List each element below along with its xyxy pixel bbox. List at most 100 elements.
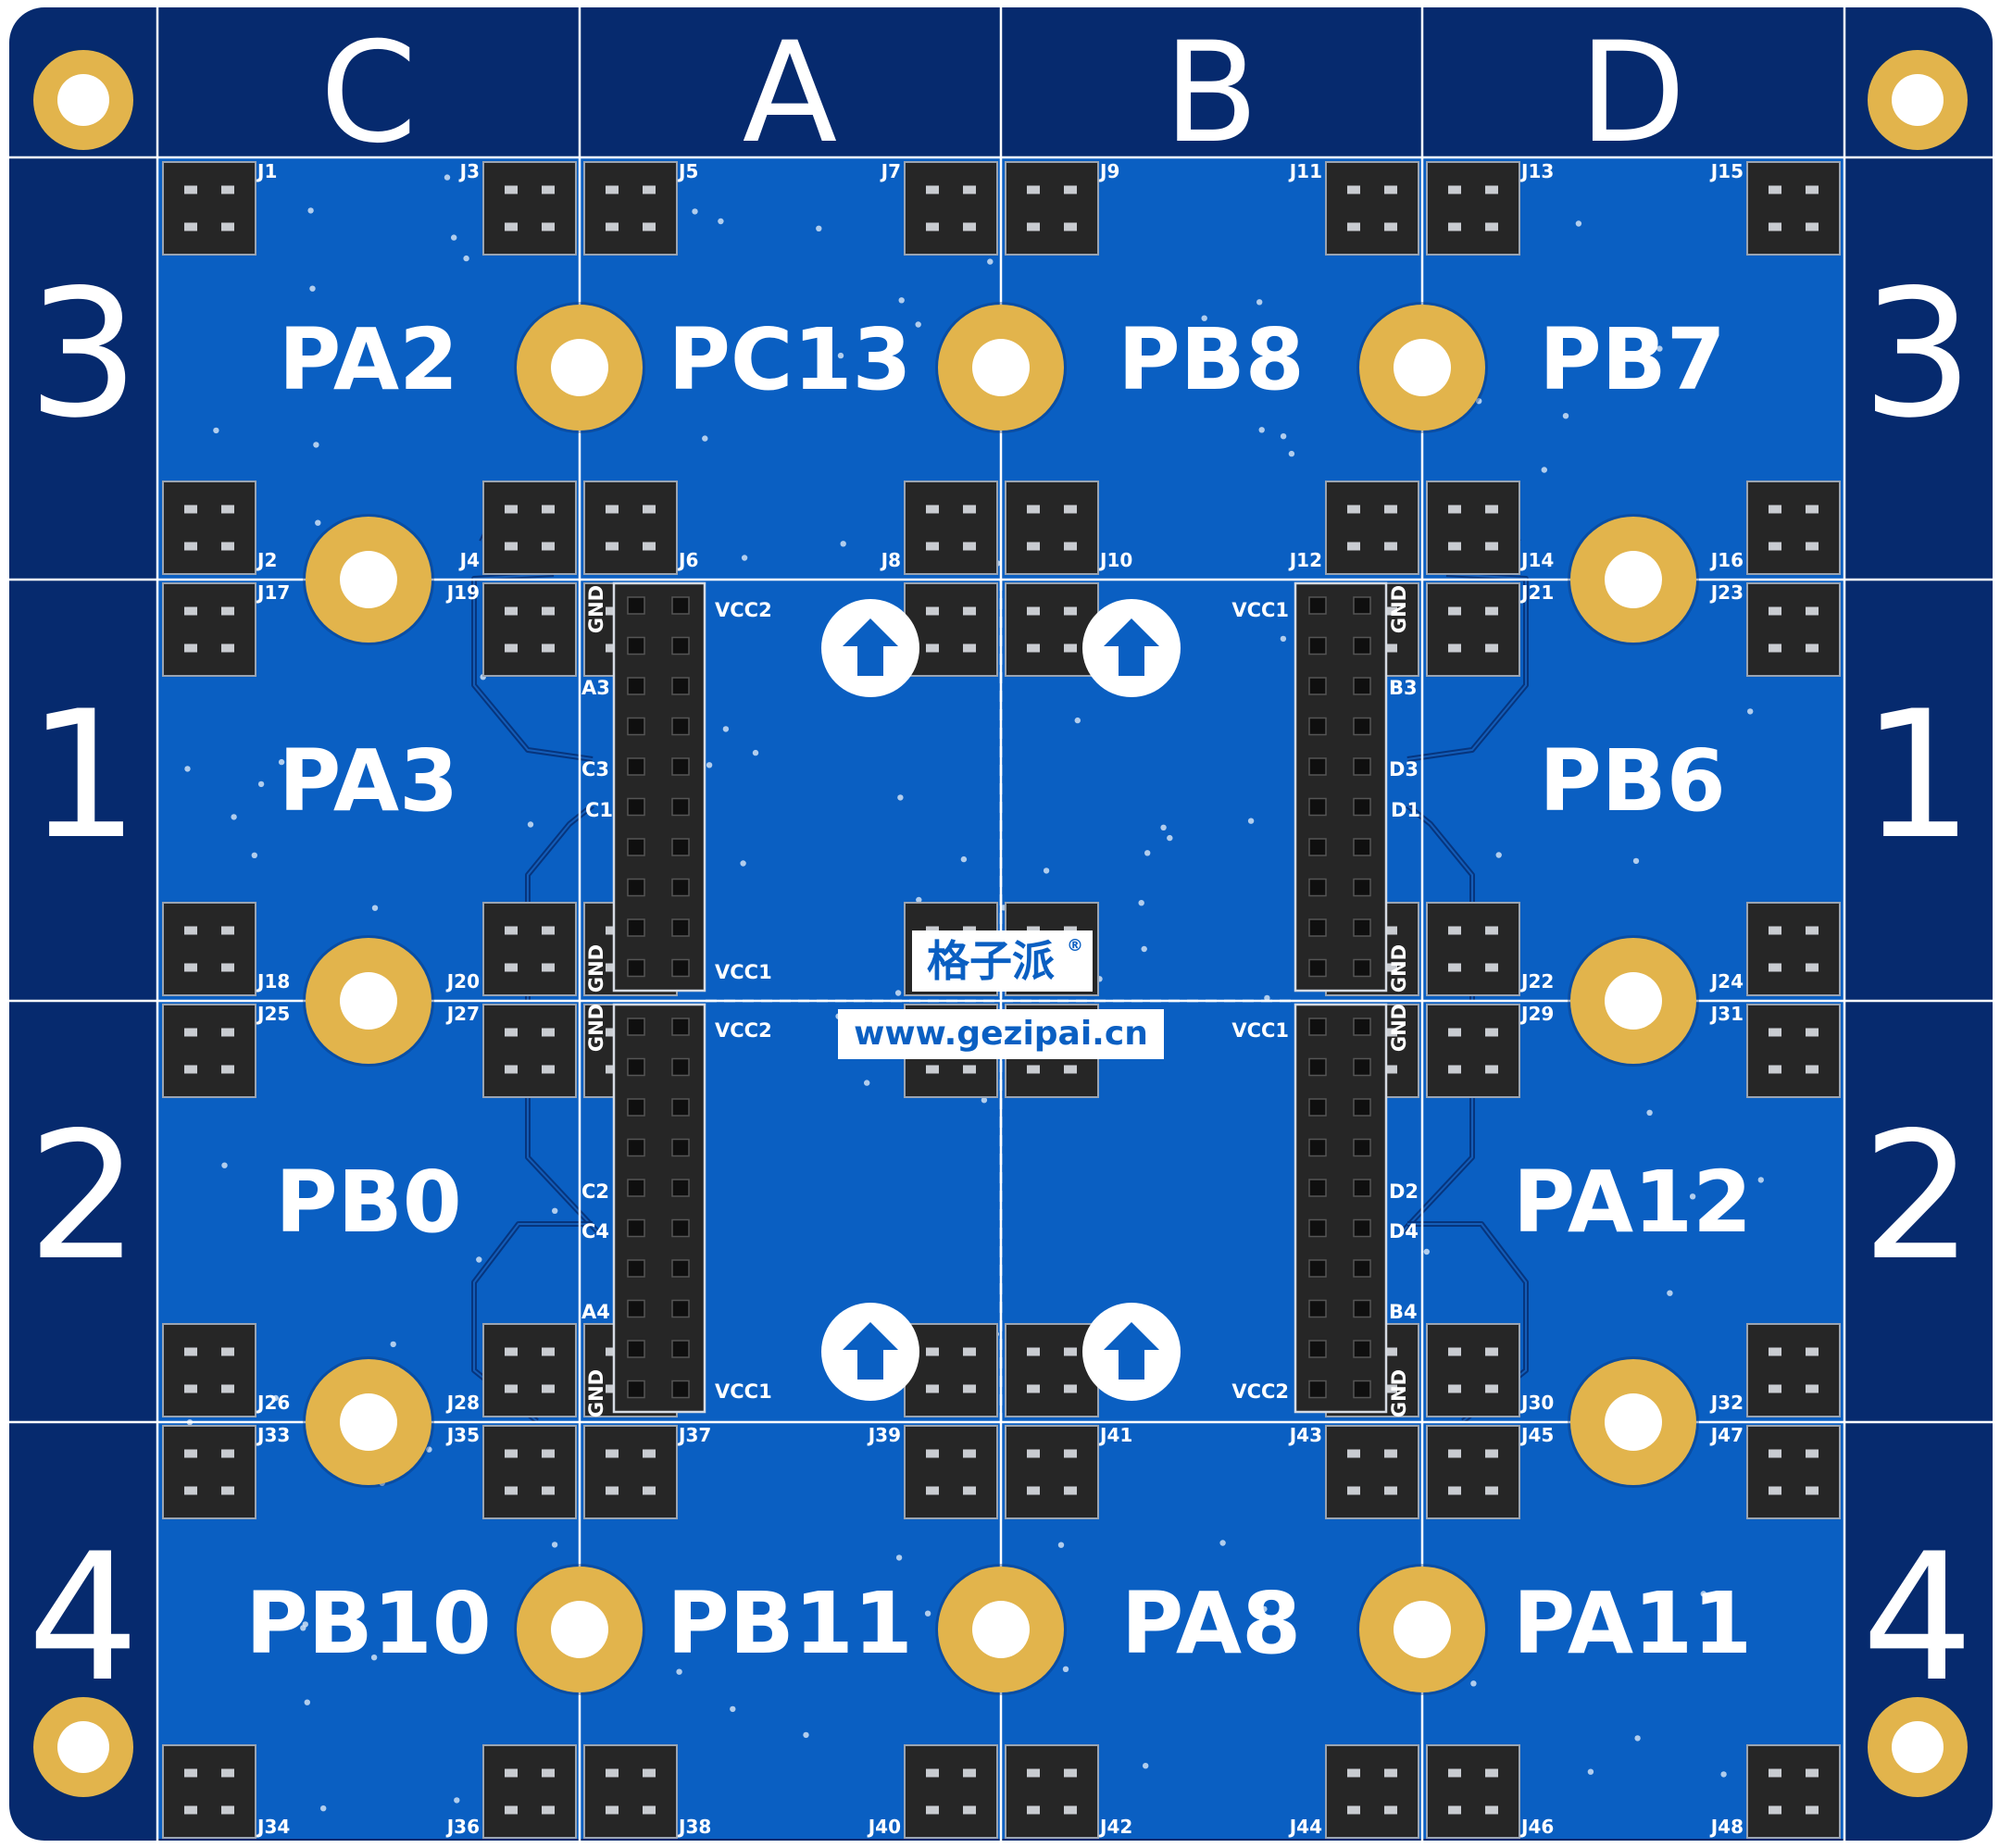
pin-label: GND: [1388, 585, 1410, 633]
connector-label: J1: [256, 160, 277, 182]
pin-name-label: PB0: [275, 1153, 462, 1252]
connector-2x2: [162, 582, 256, 677]
connector-2x2: [162, 1323, 256, 1417]
connector-label: J43: [1288, 1424, 1322, 1446]
connector-label: J30: [1519, 1392, 1554, 1414]
row-label-left-1: 1: [28, 673, 140, 878]
connector-label: J25: [256, 1003, 290, 1025]
connector-2x2: [162, 1744, 256, 1839]
connector-label: J44: [1288, 1816, 1322, 1838]
connector-2x2: [162, 1004, 256, 1098]
mounting-hole-icon: [1865, 47, 1970, 153]
connector-label: J27: [445, 1003, 480, 1025]
mounting-hole-icon: [31, 47, 136, 153]
pin-label: GND: [1388, 1004, 1410, 1052]
mounting-hole-icon: [935, 302, 1067, 433]
connector-label: J39: [867, 1424, 901, 1446]
connector-label: J10: [1098, 549, 1132, 571]
connector-2x2: [583, 161, 678, 256]
pin-label: GND: [1388, 944, 1410, 993]
pin-label: VCC1: [1231, 1019, 1289, 1042]
pin-label: VCC2: [715, 599, 772, 621]
column-label-d: D: [1579, 13, 1686, 174]
connector-2x2: [482, 1744, 577, 1839]
connector-label: J13: [1519, 160, 1554, 182]
connector-2x2: [1426, 1425, 1520, 1519]
connector-label: J36: [445, 1816, 480, 1838]
pin-name-label: PA11: [1513, 1574, 1752, 1673]
connector-2x2: [1746, 582, 1841, 677]
connector-2x2: [1746, 161, 1841, 256]
connector-2x2: [1426, 1744, 1520, 1839]
connector-label: J7: [880, 160, 901, 182]
connector-label: J33: [256, 1424, 290, 1446]
connector-2x2: [1426, 1323, 1520, 1417]
row-label-right-2: 2: [1862, 1094, 1974, 1299]
connector-2x2: [1005, 161, 1099, 256]
mounting-hole-icon: [514, 1564, 645, 1695]
connector-2x2: [162, 161, 256, 256]
pin-label: VCC2: [715, 1019, 772, 1042]
pin-header-left-bottom: [612, 1003, 706, 1414]
pin-header-right-bottom: [1294, 1003, 1388, 1414]
connector-label: J9: [1098, 160, 1119, 182]
mounting-hole-icon: [303, 514, 434, 645]
connector-2x2: [904, 1323, 998, 1417]
pin-label: A4: [581, 1301, 610, 1323]
connector-2x2: [482, 1004, 577, 1098]
connector-2x2: [583, 1744, 678, 1839]
connector-label: J46: [1519, 1816, 1554, 1838]
connector-label: J47: [1709, 1424, 1744, 1446]
pin-label: GND: [585, 1369, 607, 1417]
up-arrow-icon: [821, 1303, 919, 1401]
registered-mark: ®: [1067, 936, 1083, 955]
connector-2x2: [1746, 481, 1841, 575]
connector-2x2: [1005, 1744, 1099, 1839]
connector-2x2: [482, 582, 577, 677]
connector-label: J12: [1288, 549, 1322, 571]
connector-2x2: [583, 481, 678, 575]
connector-2x2: [1325, 1425, 1419, 1519]
pin-label: GND: [585, 1004, 607, 1052]
connector-label: J17: [256, 581, 290, 604]
column-label-c: C: [320, 13, 418, 174]
connector-label: J31: [1709, 1003, 1744, 1025]
brand-name: 格子派: [927, 936, 1055, 986]
brand-url-box: [838, 1009, 1164, 1059]
connector-2x2: [583, 1425, 678, 1519]
row-label-left-2: 2: [28, 1094, 140, 1299]
connector-label: J19: [445, 581, 480, 604]
connector-label: J32: [1709, 1392, 1744, 1414]
connector-2x2: [482, 161, 577, 256]
pin-label: GND: [585, 585, 607, 633]
connector-2x2: [1746, 1744, 1841, 1839]
connector-label: J28: [445, 1392, 480, 1414]
connector-label: J20: [445, 970, 480, 993]
connector-label: J24: [1709, 970, 1744, 993]
connector-label: J6: [677, 549, 698, 571]
connector-label: J45: [1519, 1424, 1554, 1446]
pin-label: C4: [581, 1220, 609, 1242]
connector-label: J22: [1519, 970, 1554, 993]
pin-label: VCC1: [1231, 599, 1289, 621]
connector-2x2: [1325, 1744, 1419, 1839]
connector-label: J40: [867, 1816, 901, 1838]
pin-name-label: PA8: [1121, 1574, 1301, 1673]
connector-label: J29: [1519, 1003, 1554, 1025]
connector-label: J26: [256, 1392, 290, 1414]
connector-2x2: [1325, 481, 1419, 575]
connector-label: J11: [1288, 160, 1322, 182]
connector-label: J14: [1519, 549, 1554, 571]
connector-2x2: [482, 481, 577, 575]
connector-2x2: [904, 582, 998, 677]
pin-name-label: PA2: [279, 310, 458, 409]
connector-2x2: [1746, 1004, 1841, 1098]
connector-2x2: [1426, 582, 1520, 677]
row-label-right-1: 1: [1862, 673, 1974, 878]
column-label-a: A: [743, 13, 838, 174]
pin-label: D4: [1389, 1220, 1419, 1242]
mounting-hole-icon: [303, 1356, 434, 1488]
connector-2x2: [904, 161, 998, 256]
connector-label: J37: [677, 1424, 711, 1446]
